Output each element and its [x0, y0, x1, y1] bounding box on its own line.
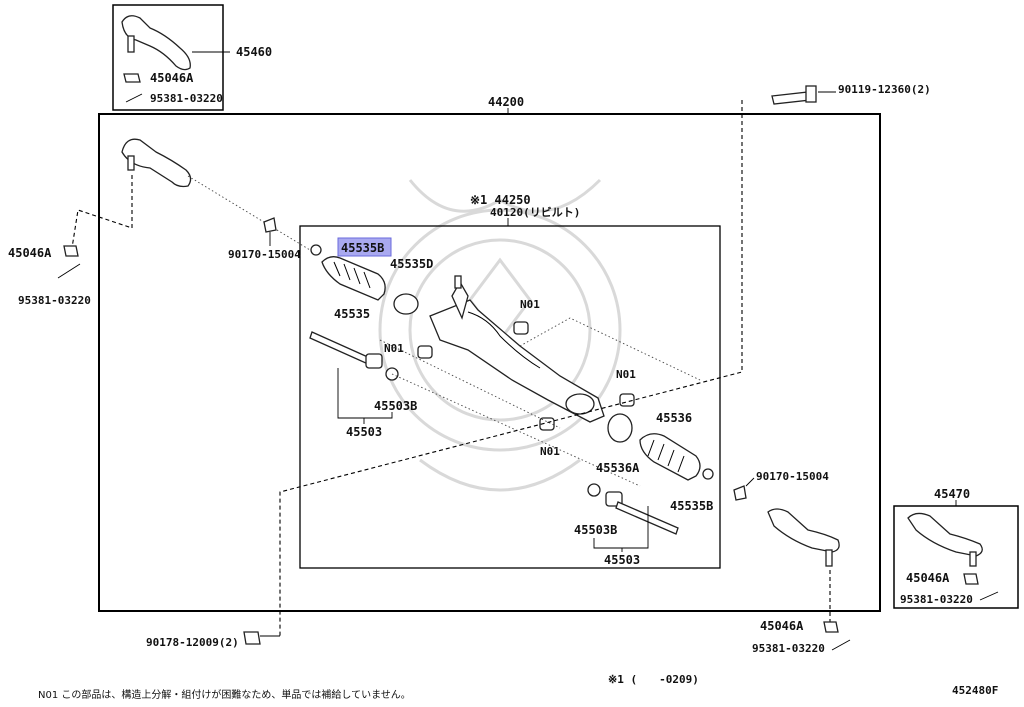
rack-housing — [429, 275, 605, 423]
boot-left — [321, 256, 386, 301]
label-45046a-left[interactable]: 45046A — [8, 246, 52, 260]
label-44250[interactable]: ※1 44250 — [470, 193, 531, 207]
diagram-code: 452480F — [952, 684, 998, 697]
tie-rod-end-right — [767, 508, 840, 567]
kit-box-tie-rod-end-lh — [112, 4, 230, 111]
nut-left-outside — [63, 245, 79, 257]
clip-right — [733, 485, 747, 501]
boot-clamp-b-right — [702, 468, 714, 480]
rack-end-left — [309, 331, 383, 369]
label-n01-left[interactable]: N01 — [384, 342, 404, 355]
rack-end-right — [605, 491, 679, 535]
highlight-45535b — [337, 237, 392, 257]
label-45503-right[interactable]: 45503 — [604, 553, 640, 567]
label-95381-03220-left[interactable]: 95381-03220 — [18, 294, 91, 307]
label-45470[interactable]: 45470 — [934, 487, 970, 501]
label-90170-15004-right[interactable]: 90170-15004 — [756, 470, 829, 483]
label-45503b-left[interactable]: 45503B — [374, 399, 417, 413]
rack-frame — [299, 225, 721, 569]
bushing-n01-left — [417, 345, 433, 359]
nut-bottom-right — [823, 621, 839, 633]
label-45460[interactable]: 45460 — [236, 45, 272, 59]
tie-rod-end-left — [121, 138, 192, 188]
bushing-n01-upper — [513, 321, 529, 335]
bolt-bottom-left — [243, 631, 261, 645]
boot-right — [639, 433, 701, 481]
label-n01-right[interactable]: N01 — [616, 368, 636, 381]
label-45536[interactable]: 45536 — [656, 411, 692, 425]
label-n01-lower[interactable]: N01 — [540, 445, 560, 458]
boot-clamp-right — [607, 413, 633, 443]
label-45046a-rh-kit[interactable]: 45046A — [906, 571, 950, 585]
label-90170-15004-left[interactable]: 90170-15004 — [228, 248, 301, 261]
label-n01-upper[interactable]: N01 — [520, 298, 540, 311]
label-45536a[interactable]: 45536A — [596, 461, 640, 475]
label-95381-03220-bottom[interactable]: 95381-03220 — [752, 642, 825, 655]
ring-right — [587, 483, 601, 497]
label-40120[interactable]: 40120(リビルト) — [490, 205, 580, 219]
bushing-n01-right — [619, 393, 635, 407]
label-45535b-left[interactable]: 45535B — [341, 241, 384, 255]
boot-clamp-d — [393, 293, 419, 315]
label-45503-left[interactable]: 45503 — [346, 425, 382, 439]
label-45046a-top[interactable]: 45046A — [150, 71, 194, 85]
note-n01: N01 この部品は、構造上分解・組付けが困難なため、単品では補給していません。 — [38, 688, 411, 701]
tie-rod-end-rh-kit-part — [907, 512, 999, 601]
cotter-pin-left — [57, 263, 81, 279]
footnote-code: ※1 ( -0209) — [608, 673, 699, 686]
gear-assy-frame — [98, 113, 881, 612]
label-45535b-right[interactable]: 45535B — [670, 499, 713, 513]
bolt-top-right — [771, 85, 836, 105]
label-95381-03220-top[interactable]: 95381-03220 — [150, 92, 223, 105]
label-45535d[interactable]: 45535D — [390, 257, 433, 271]
label-95381-03220-rh-kit[interactable]: 95381-03220 — [900, 593, 973, 606]
label-45503b-right[interactable]: 45503B — [574, 523, 617, 537]
boot-clamp-left — [310, 244, 322, 256]
bushing-n01-lower — [539, 417, 555, 431]
label-44200[interactable]: 44200 — [488, 95, 524, 109]
label-45046a-bottom[interactable]: 45046A — [760, 619, 804, 633]
cotter-pin-bottom-right — [831, 639, 851, 651]
label-90178-12009[interactable]: 90178-12009(2) — [146, 636, 239, 649]
label-90119-12360[interactable]: 90119-12360(2) — [838, 83, 931, 96]
clip-left — [263, 217, 277, 233]
label-45535[interactable]: 45535 — [334, 307, 370, 321]
